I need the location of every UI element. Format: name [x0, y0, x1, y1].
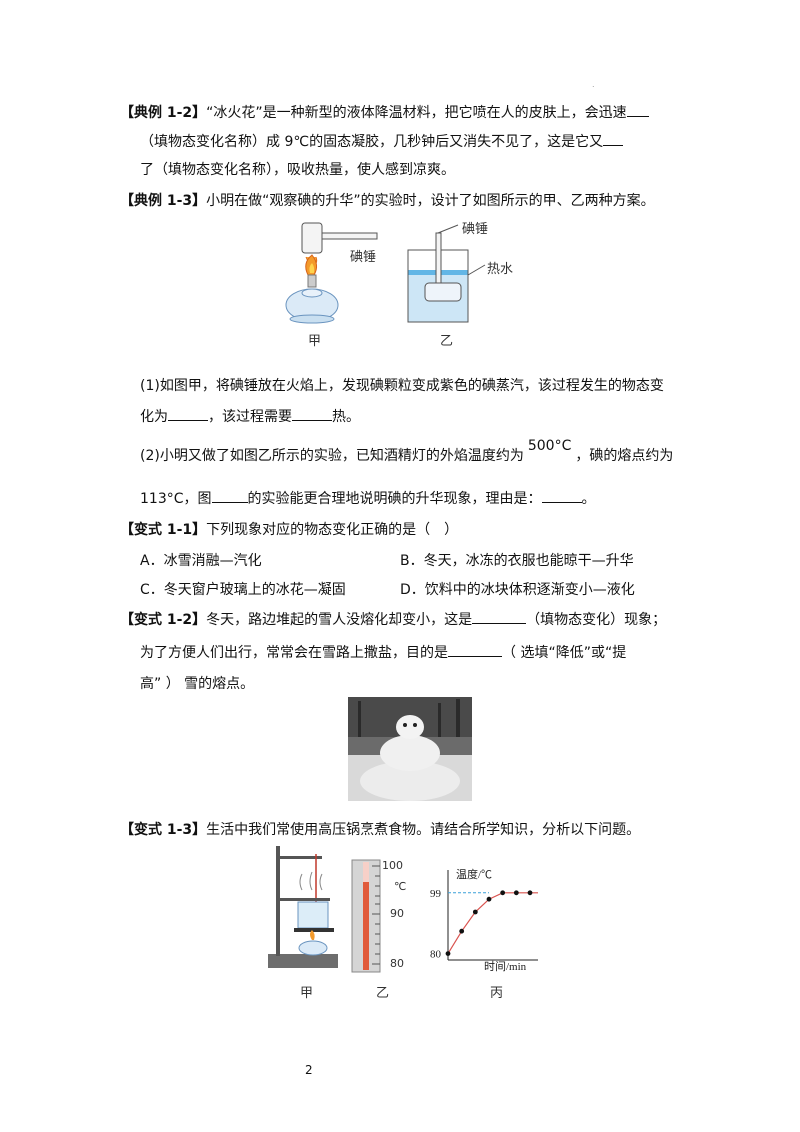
- iodine-experiment-figure: [285, 222, 486, 324]
- blank[interactable]: [292, 406, 332, 421]
- option-c[interactable]: C．冬天窗户玻璃上的冰花—凝固: [140, 582, 346, 598]
- ex12-line1: 【典例 1-2】“冰火花”是一种新型的液体降温材料，把它喷在人的皮肤上，会迅速: [120, 102, 649, 123]
- snowman-photo: [348, 697, 472, 801]
- data-point: [513, 890, 519, 896]
- ex12-line3: 了（填物态变化名称），吸收热量，使人感到凉爽。: [140, 162, 455, 178]
- temperature-chart: 温度/℃ 时间/min 80 99: [430, 867, 538, 972]
- ex12-tag: 【典例 1-2】: [120, 105, 207, 121]
- blank[interactable]: [603, 131, 624, 146]
- label-iodine-hammer-a: 碘锤: [350, 250, 377, 265]
- figure-a: [285, 222, 378, 324]
- x-axis-label: 时间/min: [484, 960, 527, 972]
- label-iodine-hammer-b: 碘锤: [462, 222, 489, 237]
- blank[interactable]: [168, 406, 208, 421]
- var13-line1: 【变式 1-3】生活中我们常使用高压锅烹煮食物。请结合所学知识，分析以下问题。: [120, 822, 641, 838]
- temp-500: 500°C: [527, 438, 572, 454]
- label-hot-water: 热水: [487, 262, 514, 277]
- data-point: [486, 896, 492, 902]
- blank[interactable]: [541, 488, 582, 503]
- option-a[interactable]: A．冰雪消融—汽化: [140, 553, 262, 569]
- var12-line1: 【变式 1-2】冬天，路边堆起的雪人没熔化却变小，这是（填物态变化）现象；: [120, 609, 666, 630]
- caption-var13-c: 丙: [490, 986, 504, 1001]
- ex13-q1-line2: 化为，该过程需要热。: [140, 406, 360, 427]
- ex12-line2: （填物态变化名称）成 9℃的固态凝胶，几秒钟后又消失不见了，这是它又: [140, 131, 624, 152]
- data-point: [472, 909, 478, 915]
- thermo-unit: ℃: [394, 880, 407, 893]
- option-d[interactable]: D．饮料中的冰块体积逐渐变小—液化: [400, 582, 635, 598]
- var12-tag: 【变式 1-2】: [120, 612, 207, 628]
- figure-b: [407, 224, 486, 323]
- option-b[interactable]: B．冬天，冰冻的衣服也能晾干—升华: [400, 553, 634, 569]
- thermo-label-100: 100: [382, 859, 403, 872]
- stray-dot: .: [592, 80, 595, 89]
- y-tick-label: 99: [430, 888, 442, 900]
- thermo-label-80: 80: [390, 957, 404, 970]
- caption-var13-a: 甲: [300, 986, 314, 1001]
- blank[interactable]: [626, 102, 649, 117]
- page-number: 2: [305, 1063, 313, 1077]
- ex13-q2-line1: (2)小明又做了如图乙所示的实验，已知酒精灯的外焰温度约为500°C，碘的熔点约…: [140, 438, 674, 464]
- caption-a: 甲: [308, 334, 322, 349]
- caption-var13-b: 乙: [376, 986, 390, 1001]
- y-tick-label: 80: [430, 949, 442, 961]
- var13-tag: 【变式 1-3】: [120, 822, 207, 838]
- var12-line2: 为了方便人们出行，常常会在雪路上撒盐，目的是（ 选填“降低”或“提: [140, 642, 626, 663]
- data-point: [500, 890, 506, 896]
- blank[interactable]: [448, 642, 502, 657]
- var11-tag: 【变式 1-1】: [120, 522, 207, 538]
- data-point: [527, 890, 533, 896]
- y-axis-label: 温度/℃: [456, 867, 492, 881]
- boiling-apparatus: [268, 846, 338, 968]
- ex13-line1: 【典例 1-3】小明在做“观察碘的升华”的实验时，设计了如图所示的甲、乙两种方案…: [120, 193, 655, 209]
- var12-line3: 高” ） 雪的熔点。: [140, 676, 255, 692]
- series-line: [447, 892, 538, 954]
- var11-line1: 【变式 1-1】下列现象对应的物态变化正确的是（ ）: [120, 522, 459, 538]
- caption-b: 乙: [440, 334, 454, 349]
- ex13-q1-line1: (1)如图甲，将碘锤放在火焰上，发现碘颗粒变成紫色的碘蒸汽，该过程发生的物态变: [140, 378, 664, 394]
- blank[interactable]: [211, 488, 248, 503]
- thermometer: [351, 859, 381, 973]
- ex13-q2-line2: 113°C，图的实验能更合理地说明碘的升华现象，理由是：。: [140, 488, 596, 509]
- data-point: [445, 951, 451, 956]
- blank[interactable]: [472, 609, 527, 624]
- thermo-label-90: 90: [390, 907, 404, 920]
- data-point: [459, 928, 465, 934]
- ex13-tag: 【典例 1-3】: [120, 193, 207, 209]
